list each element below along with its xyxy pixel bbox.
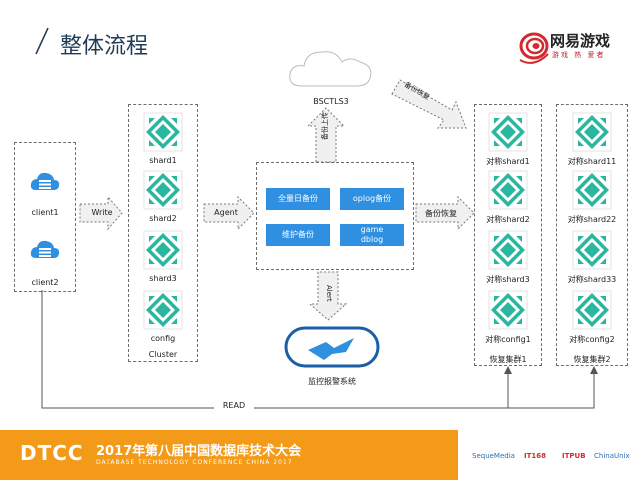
- monitor-label: 监控报警系统: [308, 377, 356, 386]
- restore-cluster-2: [556, 104, 628, 366]
- cluster-group: [128, 104, 198, 362]
- restore-top-arrow: [391, 79, 467, 129]
- sponsor-it168: IT168: [524, 452, 546, 460]
- restore2-label: 恢复集群2: [573, 355, 611, 364]
- restore2-node-icon-3: [572, 230, 612, 270]
- full-daily-backup-button: 全量日备份: [266, 188, 330, 210]
- restore2-node-icon-2: [572, 170, 612, 210]
- cluster-node-icon-4: [143, 290, 183, 330]
- restore-mid-arrow: [415, 195, 475, 231]
- restore1-node-label-4: 对称config1: [485, 335, 531, 344]
- sponsor-sequemedia: SequeMedia: [472, 452, 515, 460]
- cluster-node-icon-1: [143, 112, 183, 152]
- restore1-node-label-2: 对称shard2: [486, 215, 530, 224]
- restore-cluster-1: [474, 104, 542, 366]
- restore1-node-icon-4: [488, 290, 528, 330]
- cluster-node-icon-3: [143, 230, 183, 270]
- restore2-node-icon-1: [572, 112, 612, 152]
- restore1-node-icon-1: [488, 112, 528, 152]
- restore1-node-icon-3: [488, 230, 528, 270]
- upload-label: 备份上传: [321, 112, 329, 140]
- restore2-node-label-4: 对称config2: [569, 335, 615, 344]
- cluster-node-label-1: shard1: [149, 156, 177, 165]
- cluster-node-icon-2: [143, 170, 183, 210]
- sponsor-itpub: ITPUB: [562, 452, 586, 460]
- restore1-node-icon-2: [488, 170, 528, 210]
- read-arrowhead-1: [504, 366, 512, 374]
- cluster-label: Cluster: [148, 350, 178, 359]
- netease-games-logo-icon: [519, 32, 549, 64]
- client1-cloud-icon: [30, 172, 60, 190]
- oplog-backup-button: oplog备份: [340, 188, 404, 210]
- client-group: [14, 142, 76, 292]
- restore2-node-label-1: 对称shard11: [567, 157, 617, 166]
- title-slash-decoration: [35, 27, 49, 55]
- diagram-connectors: [41, 79, 598, 409]
- cluster-node-label-4: config: [150, 334, 176, 343]
- read-line: [41, 290, 595, 409]
- footer-brand: DTCC: [20, 441, 84, 465]
- restore1-node-label-1: 对称shard1: [486, 157, 530, 166]
- logo-tagline: 游戏 热 爱者: [552, 51, 606, 59]
- logo-wordmark: 网易游戏: [550, 32, 611, 50]
- page-title: 整体流程: [60, 34, 149, 59]
- client1-label: client1: [31, 208, 59, 217]
- cluster-node-label-2: shard2: [149, 214, 177, 223]
- restore1-node-label-3: 对称shard3: [486, 275, 530, 284]
- read-label: READ: [214, 401, 254, 410]
- storage-cloud-icon: [289, 51, 372, 87]
- cluster-node-label-3: shard3: [149, 274, 177, 283]
- backup-center-box: [256, 162, 414, 270]
- client2-label: client2: [31, 278, 59, 287]
- write-arrow: [79, 195, 123, 231]
- footer-event-title: 2017年第八届中国数据库技术大会: [96, 444, 302, 459]
- sponsor-chinaunix: ChinaUnix: [594, 452, 630, 460]
- read-arrowhead-2: [590, 366, 598, 374]
- client2-cloud-icon: [30, 240, 60, 258]
- write-label: Write: [91, 208, 113, 217]
- restore-mid-label: 备份恢复: [425, 209, 457, 218]
- restore2-node-icon-4: [572, 290, 612, 330]
- agent-arrow: [203, 195, 255, 231]
- game-dblog-button: game dblog: [340, 224, 404, 246]
- agent-label: Agent: [214, 208, 238, 217]
- storage-label: BSCTLS3: [313, 97, 349, 106]
- footer-banner: [0, 430, 458, 480]
- restore1-label: 恢复集群1: [489, 355, 527, 364]
- restore2-node-label-3: 对称shard33: [567, 275, 617, 284]
- restore2-node-label-2: 对称shard22: [567, 215, 617, 224]
- maintenance-backup-button: 维护备份: [266, 224, 330, 246]
- footer-event-subtitle: DATABASE TECHNOLOGY CONFERENCE CHINA 201…: [96, 459, 293, 466]
- alert-arrow: [308, 271, 348, 321]
- alert-label: Alert: [325, 285, 333, 302]
- upload-arrow: [306, 107, 346, 163]
- monitor-system-icon: [284, 326, 380, 368]
